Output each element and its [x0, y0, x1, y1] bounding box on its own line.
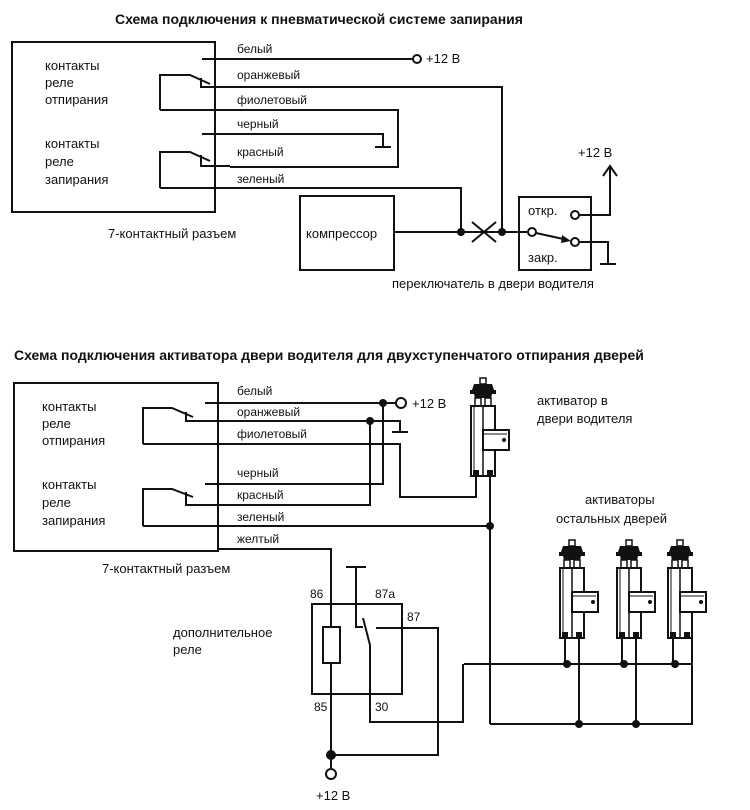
svg-text:реле: реле — [45, 75, 74, 90]
supply-terminal-2 — [395, 397, 407, 409]
svg-text:фиолетовый: фиолетовый — [237, 93, 307, 107]
pin-86: 86 — [310, 587, 324, 601]
driver-actuator — [469, 377, 510, 477]
diagram1-title: Схема подключения к пневматической систе… — [115, 11, 523, 27]
svg-text:зеленый: зеленый — [237, 172, 284, 186]
supply-terminal — [412, 54, 422, 64]
supply-arrow-icon — [602, 164, 618, 177]
other-actuators-label: активаторы — [585, 492, 655, 507]
relay-87a-ground — [346, 566, 366, 628]
supply-label-2: +12 В — [412, 396, 446, 411]
wire-labels: белый оранжевый фиолетовый черный красны… — [237, 42, 307, 186]
wire-orange — [230, 86, 503, 232]
svg-text:контакты: контакты — [45, 136, 99, 151]
pin-87: 87 — [407, 610, 421, 624]
switch-open-label: откр. — [528, 203, 557, 218]
relay-switch-30 — [362, 617, 464, 723]
svg-text:реле: реле — [45, 154, 74, 169]
wire-violet-2 — [230, 443, 477, 498]
svg-text:запирания: запирания — [42, 513, 105, 528]
switch-close-terminal — [570, 237, 580, 247]
relay-lock-label-2: контакты реле запирания — [42, 477, 105, 528]
relay-lock-label: контакты реле запирания — [45, 136, 108, 187]
connector-box-2 — [13, 382, 219, 552]
door-actuator — [615, 539, 656, 639]
svg-text:отпирания: отпирания — [42, 433, 105, 448]
svg-text:белый: белый — [237, 384, 272, 398]
connector-label-2: 7-контактный разъем — [102, 561, 230, 576]
wire-switch-supply — [579, 168, 611, 216]
wire-violet-red-loop — [230, 109, 399, 168]
relay-supply-label: +12 В — [316, 788, 350, 803]
door-actuator — [666, 539, 707, 639]
junction — [498, 228, 506, 236]
pin-85: 85 — [314, 700, 328, 714]
connector-box — [11, 41, 216, 213]
svg-text:реле: реле — [42, 495, 71, 510]
svg-text:белый: белый — [237, 42, 272, 56]
wire-labels-2: белый оранжевый фиолетовый черный красны… — [237, 384, 307, 546]
switch-common-terminal — [527, 227, 537, 237]
relay-contact-unlock — [159, 58, 230, 111]
diagram-pneumatic: Схема подключения к пневматической систе… — [11, 11, 618, 291]
driver-actuator-label-2: двери водителя — [537, 411, 632, 426]
switch-open-terminal — [570, 210, 580, 220]
cut-mark — [471, 221, 497, 243]
wire-black-2 — [230, 403, 384, 485]
svg-text:зеленый: зеленый — [237, 510, 284, 524]
svg-text:отпирания: отпирания — [45, 92, 108, 107]
relay-supply-terminal — [325, 768, 337, 780]
svg-text:черный: черный — [237, 466, 279, 480]
svg-text:желтый: желтый — [237, 532, 279, 546]
svg-text:оранжевый: оранжевый — [237, 68, 300, 82]
wire-black — [230, 133, 384, 147]
driver-actuator-label: активатор в — [537, 393, 608, 408]
svg-text:черный: черный — [237, 117, 279, 131]
switch-close-label: закр. — [528, 250, 558, 265]
svg-text:красный: красный — [237, 145, 284, 159]
diagram-two-stage: Схема подключения активатора двери водит… — [13, 347, 707, 803]
pin-30: 30 — [375, 700, 389, 714]
junction — [457, 228, 465, 236]
switch-ground — [579, 241, 616, 265]
relay-contact-lock — [159, 133, 230, 189]
other-actuators-label-2: остальных дверей — [556, 511, 667, 526]
wire-red-2 — [230, 421, 371, 506]
wire-orange-2 — [230, 420, 408, 433]
door-switch-box — [518, 196, 592, 271]
relay-coil — [322, 626, 341, 664]
relay-unlock-label-2: контакты реле отпирания — [42, 399, 105, 448]
relay-contact-unlock-2 — [142, 407, 194, 444]
connector-label: 7-контактный разъем — [108, 226, 236, 241]
svg-text:оранжевый: оранжевый — [237, 405, 300, 419]
relay-contact-lock-2 — [142, 488, 194, 526]
diagram2-title: Схема подключения активатора двери водит… — [14, 347, 644, 363]
relay-unlock-label: контакты реле отпирания — [45, 58, 108, 107]
svg-text:контакты: контакты — [45, 58, 99, 73]
wire-green — [230, 187, 462, 232]
switch-caption: переключатель в двери водителя — [392, 276, 594, 291]
svg-text:фиолетовый: фиолетовый — [237, 427, 307, 441]
relay-87-wire — [331, 627, 439, 756]
supply-label: +12 В — [426, 51, 460, 66]
svg-text:контакты: контакты — [42, 399, 96, 414]
svg-text:контакты: контакты — [42, 477, 96, 492]
aux-relay-label-2: реле — [173, 642, 202, 657]
aux-relay-label: дополнительное — [173, 625, 272, 640]
svg-text:запирания: запирания — [45, 172, 108, 187]
pin-87a: 87a — [375, 587, 395, 601]
actuator-bus-b — [490, 638, 693, 725]
compressor-label: компрессор — [306, 226, 377, 241]
switch-supply-label: +12 В — [578, 145, 612, 160]
svg-text:красный: красный — [237, 488, 284, 502]
svg-text:реле: реле — [42, 416, 71, 431]
door-actuator — [558, 539, 599, 639]
